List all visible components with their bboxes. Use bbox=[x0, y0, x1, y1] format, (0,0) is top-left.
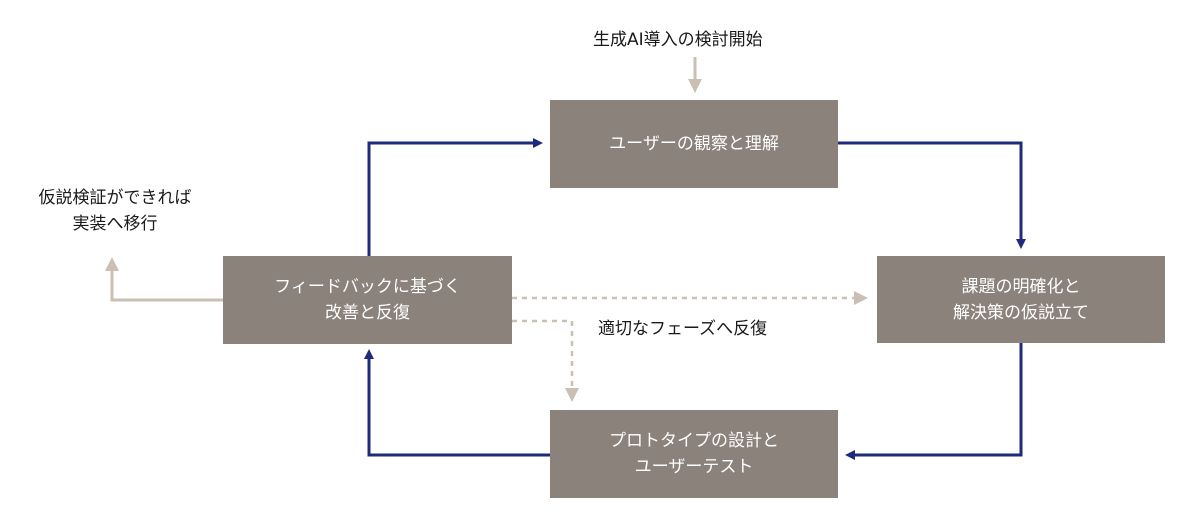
start-label: 生成AI導入の検討開始 bbox=[593, 30, 763, 50]
feedback-arrow-to-prototype bbox=[512, 319, 579, 402]
arrow-observe-to-define bbox=[838, 141, 1026, 249]
arrow-improve-to-observe bbox=[367, 138, 543, 256]
feedback-label: 適切なフェーズへ反復 bbox=[598, 319, 768, 339]
arrow-prototype-to-improve bbox=[364, 349, 550, 457]
exit-arrow bbox=[105, 257, 223, 302]
step-prototype-label: プロトタイプの設計と ユーザーテスト bbox=[609, 431, 779, 477]
step-observe-box: ユーザーの観察と理解 bbox=[550, 100, 838, 188]
step-improve-label: フィードバックに基づく 改善と反復 bbox=[274, 277, 461, 323]
arrow-define-to-prototype bbox=[845, 343, 1023, 460]
exit-label: 仮説検証ができれば 実装へ移行 bbox=[38, 188, 192, 234]
step-observe-label: ユーザーの観察と理解 bbox=[609, 134, 779, 154]
step-define-label: 課題の明確化と 解決策の仮説立て bbox=[953, 276, 1089, 323]
step-define-box: 課題の明確化と 解決策の仮説立て bbox=[877, 256, 1165, 343]
step-improve-box: フィードバックに基づく 改善と反復 bbox=[223, 256, 512, 344]
step-prototype-box: プロトタイプの設計と ユーザーテスト bbox=[550, 410, 838, 498]
